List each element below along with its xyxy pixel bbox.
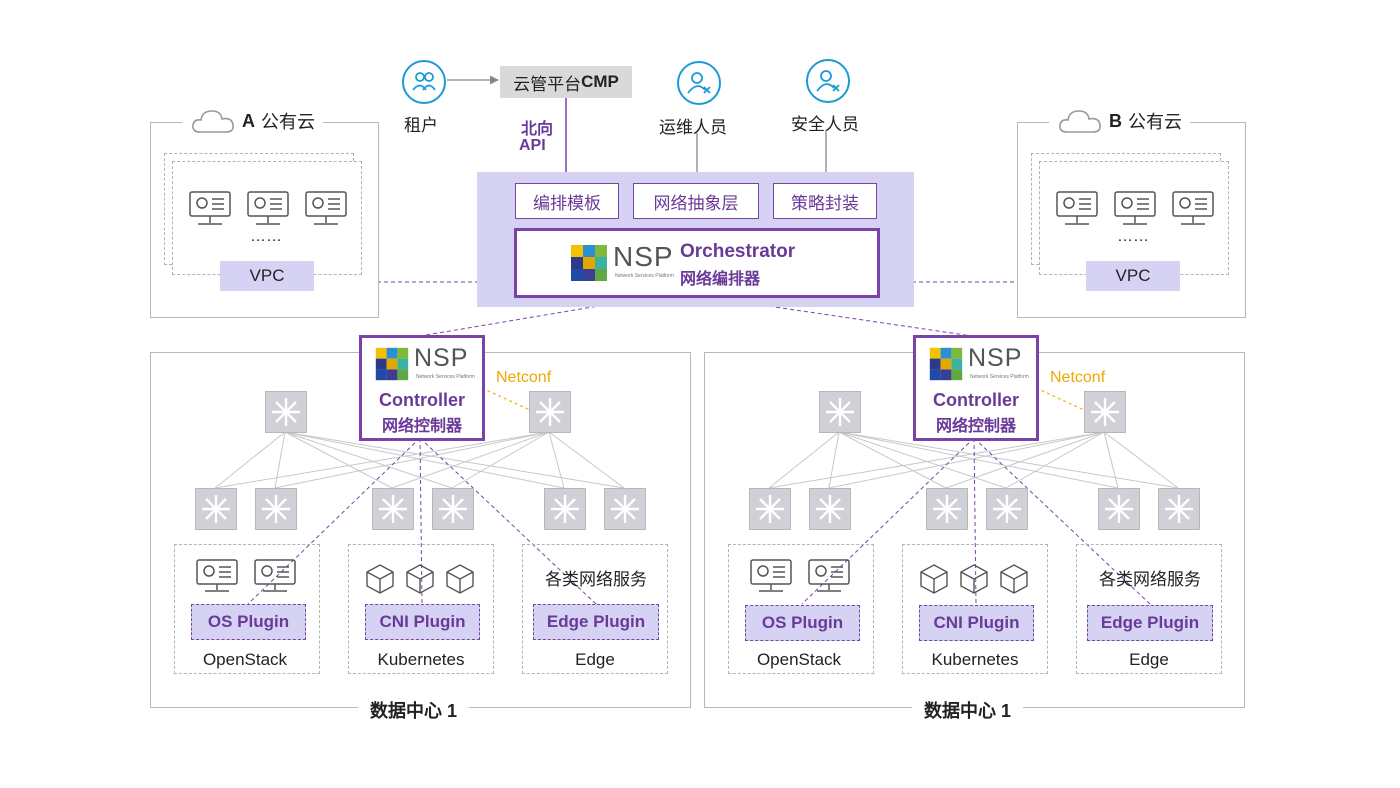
- orchestrator-subtitle: 网络编排器: [680, 271, 761, 288]
- vm-group-front: [172, 161, 362, 275]
- edge-plugin: Edge Plugin: [533, 604, 659, 640]
- cloud-b-header: B 公有云: [1049, 104, 1190, 138]
- datacenter-title: 数据中心 1: [358, 697, 470, 723]
- cmp-label-en: CMP: [581, 72, 619, 91]
- cloud-a-header: A 公有云: [182, 104, 323, 138]
- cloud-icon: [192, 110, 234, 133]
- kubernetes-group: [348, 544, 494, 674]
- controller-title: Controller: [932, 390, 1019, 410]
- kubernetes-label: Kubernetes: [931, 650, 1019, 669]
- switch-icon: [809, 488, 851, 530]
- switch-icon: [986, 488, 1028, 530]
- nsp-cube-icon: [571, 245, 607, 281]
- controller-box: NSP Network Services Platform Controller…: [359, 335, 485, 441]
- vpc-b: VPC: [1086, 261, 1180, 291]
- controller-subtitle: 网络控制器: [381, 418, 462, 435]
- cni-plugin: CNI Plugin: [919, 605, 1034, 641]
- nsp-logo-subtext: Network Services Platform: [970, 374, 1029, 380]
- vm-icons-b: [1055, 190, 1217, 235]
- vm-icons-openstack: [195, 558, 299, 601]
- container-cubes-icon: [364, 562, 476, 601]
- openstack-label: OpenStack: [202, 650, 288, 669]
- module-orchestration-template: 编排模板: [515, 183, 619, 219]
- edge-services-label: 各类网络服务: [1099, 570, 1201, 589]
- switch-icon: [529, 391, 571, 433]
- os-plugin: OS Plugin: [191, 604, 306, 640]
- switch-icon: [372, 488, 414, 530]
- cloud-b-label: 公有云: [1128, 112, 1182, 132]
- switch-icon: [1098, 488, 1140, 530]
- controller-box: NSP Network Services Platform Controller…: [913, 335, 1039, 441]
- vm-icons-a: [188, 190, 350, 235]
- edge-label: Edge: [575, 650, 615, 669]
- tenant-icon: [402, 60, 446, 104]
- switch-icon: [749, 488, 791, 530]
- ops-icon: [677, 61, 721, 105]
- kubernetes-group: [902, 544, 1048, 674]
- cloud-icon: [1059, 110, 1101, 133]
- module-network-abstraction: 网络抽象层: [633, 183, 759, 219]
- switch-icon: [432, 488, 474, 530]
- edge-plugin: Edge Plugin: [1087, 605, 1213, 641]
- module-policy-encapsulation: 策略封装: [773, 183, 877, 219]
- orchestrator-title: Orchestrator: [680, 241, 796, 262]
- edge-group: [522, 544, 668, 674]
- kubernetes-label: Kubernetes: [377, 650, 465, 669]
- netconf-label: Netconf: [496, 369, 552, 386]
- vm-ellipsis-b: ……: [1117, 228, 1149, 245]
- switch-icon: [819, 391, 861, 433]
- vm-ellipsis-a: ……: [250, 228, 282, 245]
- vpc-a: VPC: [220, 261, 314, 291]
- openstack-group: [728, 544, 874, 674]
- cmp-label-cn: 云管平台: [513, 74, 582, 94]
- security-label: 安全人员: [791, 115, 859, 134]
- openstack-label: OpenStack: [756, 650, 842, 669]
- nsp-logo-subtext: Network Services Platform: [615, 273, 674, 279]
- edge-services-label: 各类网络服务: [545, 570, 647, 589]
- controller-subtitle: 网络控制器: [935, 418, 1016, 435]
- vm-group-front: [1039, 161, 1229, 275]
- nsp-logo-text: NSP: [968, 344, 1023, 372]
- nsp-logo-subtext: Network Services Platform: [416, 374, 475, 380]
- cloud-a-label: 公有云: [261, 112, 315, 132]
- openstack-group: [174, 544, 320, 674]
- security-icon: [806, 59, 850, 103]
- north-api-line2: API: [519, 137, 546, 154]
- switch-icon: [255, 488, 297, 530]
- os-plugin: OS Plugin: [745, 605, 860, 641]
- switch-icon: [926, 488, 968, 530]
- ops-label: 运维人员: [659, 118, 727, 137]
- switch-icon: [604, 488, 646, 530]
- container-cubes-icon: [918, 562, 1030, 601]
- nsp-logo-text: NSP: [414, 344, 469, 372]
- nsp-cube-icon: [375, 347, 409, 381]
- orchestrator-box: NSP Network Services Platform Orchestrat…: [514, 228, 880, 298]
- cni-plugin: CNI Plugin: [365, 604, 480, 640]
- nsp-cube-icon: [929, 347, 963, 381]
- datacenter-title: 数据中心 1: [912, 697, 1024, 723]
- cloud-a-letter: A: [242, 110, 255, 131]
- edge-group: [1076, 544, 1222, 674]
- tenant-label: 租户: [404, 116, 438, 135]
- switch-icon: [195, 488, 237, 530]
- switch-icon: [544, 488, 586, 530]
- cloud-b-letter: B: [1109, 110, 1122, 131]
- switch-icon: [1158, 488, 1200, 530]
- controller-title: Controller: [378, 390, 465, 410]
- switch-icon: [1084, 391, 1126, 433]
- north-api-line1: 北向: [521, 121, 554, 138]
- nsp-logo-text: NSP: [613, 241, 674, 272]
- switch-icon: [265, 391, 307, 433]
- edge-label: Edge: [1129, 650, 1169, 669]
- vm-icons-openstack: [749, 558, 853, 601]
- netconf-label: Netconf: [1050, 369, 1106, 386]
